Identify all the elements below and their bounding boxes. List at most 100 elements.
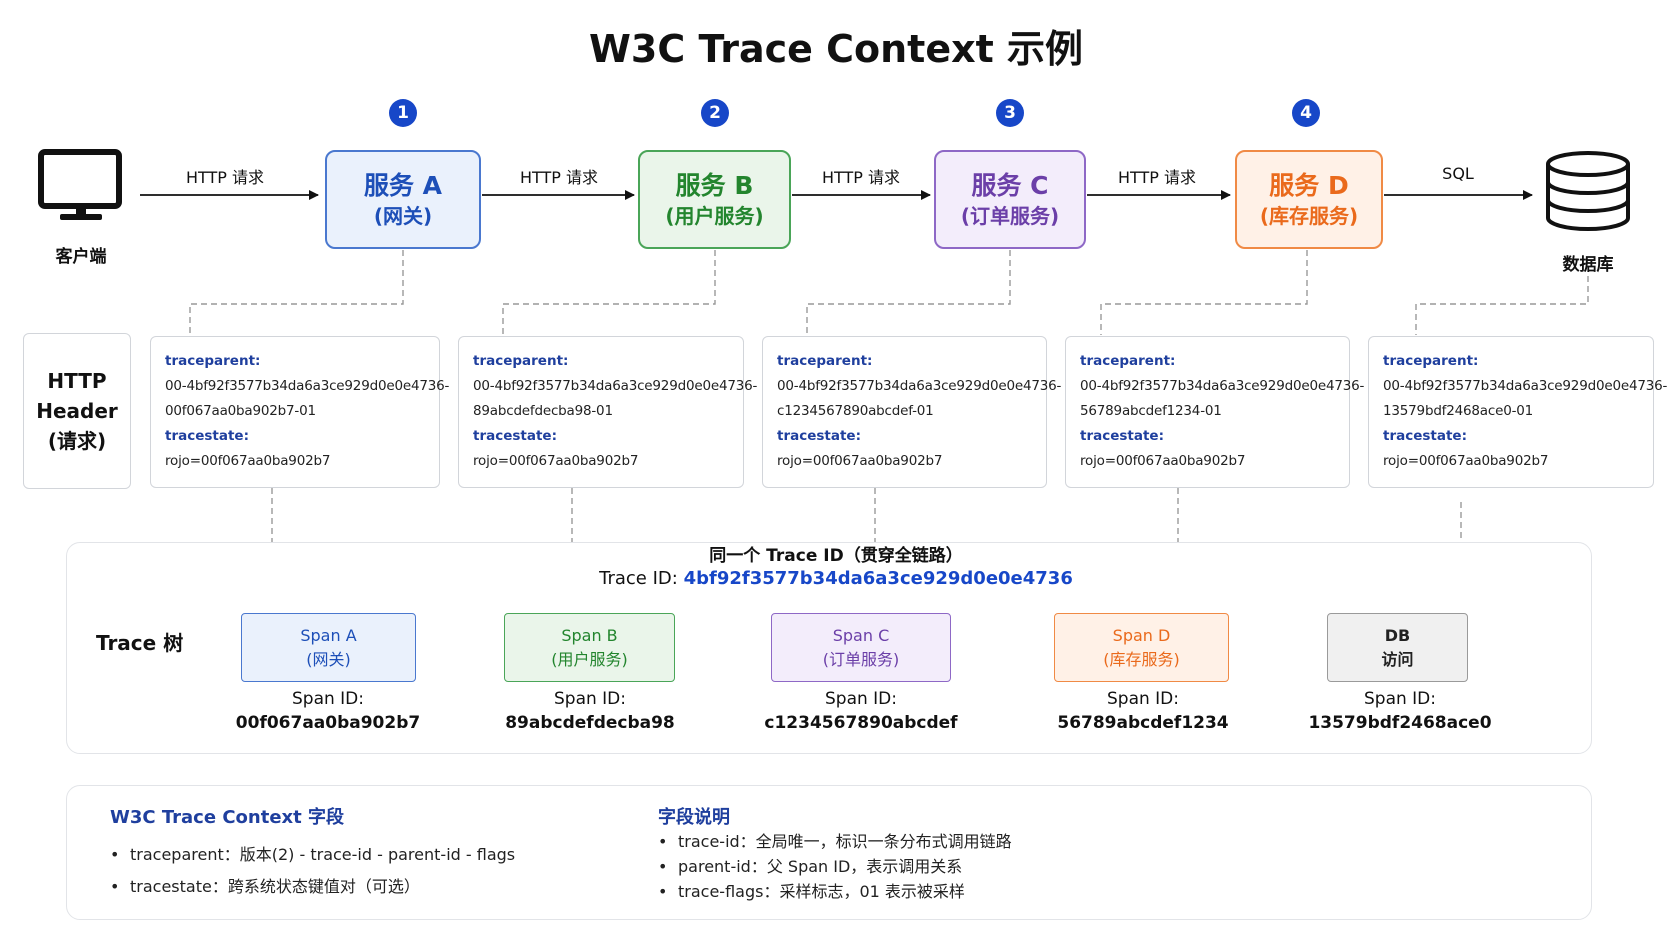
span-id-key: Span ID: [1363,689,1436,709]
span-role: (库存服务) [1103,649,1180,669]
span-id-value: 89abcdefdecba98 [505,713,675,733]
service-node-b: 服务 B (用户服务) [638,150,791,249]
span-id-value: 56789abcdef1234 [1057,713,1229,733]
traceparent-value-cont: 00f067aa0ba902b7-01 [165,403,316,419]
http-header-box: traceparent: 00-4bf92f3577b34da6a3ce929d… [762,336,1062,488]
service-node-a: 服务 A (网关) [325,150,481,249]
span-node: Span C (订单服务) [771,613,951,682]
service-name: 服务 C [971,171,1049,201]
step-number: 2 [701,99,729,127]
span-name: Span B [561,625,618,645]
service-name: 服务 A [363,171,443,201]
traceparent-value-cont: 56789abcdef1234-01 [1080,403,1222,419]
bullet: • [658,832,668,851]
header-link [1415,276,1589,335]
desc-title: 字段说明 [658,807,730,828]
span-id: Span ID: 13579bdf2468ace0 [1280,687,1520,735]
edge-label: HTTP 请求 [821,168,901,187]
span-name: DB [1384,625,1411,645]
desc-item: • trace-flags：采样标志，01 表示被采样 [658,878,965,902]
bullet: • [110,845,120,864]
service-node-d: 服务 D (库存服务) [1235,150,1383,249]
monitor-icon [38,149,122,220]
trace-id-key: Trace ID: [599,568,678,589]
service-node-c: 服务 C (订单服务) [934,150,1086,249]
fields-item-text: tracestate：跨系统状态键值对（可选） [130,877,420,896]
service-role: (库存服务) [1259,203,1359,228]
tracestate-value: rojo=00f067aa0ba902b7 [777,453,943,469]
traceparent-value: 00-4bf92f3577b34da6a3ce929d0e0e4736- [777,378,1062,394]
database-label: 数据库 [1562,255,1614,275]
header-link [189,250,404,335]
desc-item-text: trace-flags：采样标志，01 表示被采样 [678,882,965,901]
service-role: (网关) [373,203,433,228]
tracestate-key: tracestate: [1080,428,1164,444]
same-trace-id-label: 同一个 Trace ID（贯穿全链路） [709,546,963,566]
span-id-key: Span ID: [291,689,364,709]
tracestate-key: tracestate: [165,428,249,444]
desc-item-text: parent-id：父 Span ID，表示调用关系 [678,857,963,876]
span-name: Span A [300,625,357,645]
desc-item: • parent-id：父 Span ID，表示调用关系 [658,853,962,877]
fields-panel [66,785,1592,920]
edge-label: HTTP 请求 [519,168,599,187]
tracestate-key: tracestate: [1383,428,1467,444]
span-id-value: 00f067aa0ba902b7 [235,713,421,733]
span-id-key: Span ID: [1106,689,1179,709]
traceparent-value-cont: c1234567890abcdef-01 [777,403,934,419]
span-id-key: Span ID: [553,689,626,709]
span-node: Span A (网关) [241,613,416,682]
span-role: (网关) [306,649,351,669]
traceparent-value: 00-4bf92f3577b34da6a3ce929d0e0e4736- [473,378,758,394]
database-node: 数据库 [1540,148,1636,275]
traceparent-value: 00-4bf92f3577b34da6a3ce929d0e0e4736- [1080,378,1365,394]
http-header-label-box: HTTP Header (请求) [23,333,131,489]
service-role: (订单服务) [960,203,1060,228]
service-name: 服务 D [1269,171,1349,201]
trace-id-line: Trace ID: 4bf92f3577b34da6a3ce929d0e0e47… [0,568,1672,589]
client-label: 客户端 [55,247,107,267]
http-header-box: traceparent: 00-4bf92f3577b34da6a3ce929d… [150,336,449,488]
service-name: 服务 B [675,171,754,201]
tracestate-key: tracestate: [777,428,861,444]
traceparent-key: traceparent: [165,353,261,369]
header-label-line: HTTP [47,369,107,393]
fields-item: • traceparent：版本(2) - trace-id - parent-i… [110,841,515,865]
span-id: Span ID: 00f067aa0ba902b7 [208,687,448,735]
desc-item-text: trace-id：全局唯一，标识一条分布式调用链路 [678,832,1012,851]
tracestate-value: rojo=00f067aa0ba902b7 [165,453,331,469]
step-number: 3 [996,99,1024,127]
desc-item: • trace-id：全局唯一，标识一条分布式调用链路 [658,828,1012,852]
span-id-key: Span ID: [824,689,897,709]
span-role: 访问 [1381,649,1414,669]
span-id-value: 13579bdf2468ace0 [1308,713,1492,733]
edge-label: HTTP 请求 [185,168,265,187]
bullet: • [110,877,120,896]
span-id: Span ID: 56789abcdef1234 [1023,687,1263,735]
span-name: Span D [1112,625,1171,645]
fields-item-text: traceparent：版本(2) - trace-id - parent-id… [130,845,516,864]
header-label-line: (请求) [47,429,107,453]
client-node: 客户端 [36,148,126,268]
step-number: 4 [1292,99,1320,127]
traceparent-key: traceparent: [1383,353,1479,369]
span-id: Span ID: c1234567890abcdef [741,687,981,735]
tracestate-key: tracestate: [473,428,557,444]
fields-title: W3C Trace Context 字段 [110,807,345,828]
http-header-box: traceparent: 00-4bf92f3577b34da6a3ce929d… [1065,336,1365,488]
span-role: (订单服务) [822,649,900,669]
header-link [1100,250,1308,335]
header-link [806,250,1011,335]
edge-label: SQL [1442,164,1474,183]
bullet: • [658,857,668,876]
tracestate-value: rojo=00f067aa0ba902b7 [1080,453,1246,469]
tracestate-value: rojo=00f067aa0ba902b7 [473,453,639,469]
span-node: Span B (用户服务) [504,613,675,682]
edge-label: HTTP 请求 [1117,168,1197,187]
span-node: DB 访问 [1327,613,1468,682]
page-title: W3C Trace Context 示例 [588,27,1084,71]
span-id: Span ID: 89abcdefdecba98 [470,687,710,735]
traceparent-key: traceparent: [473,353,569,369]
bullet: • [658,882,668,901]
span-node: Span D (库存服务) [1054,613,1229,682]
